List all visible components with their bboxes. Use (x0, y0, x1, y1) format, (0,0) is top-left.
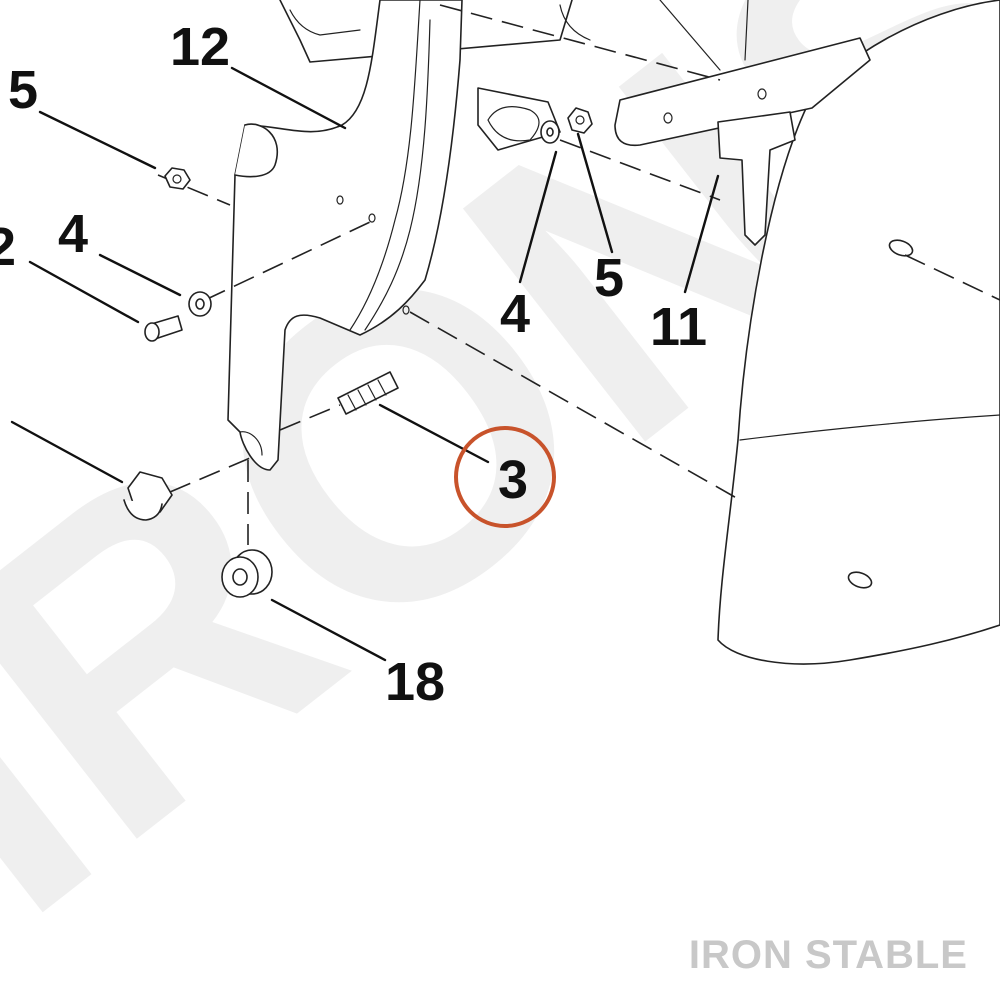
hardware (123, 107, 593, 598)
callouts: 12 5 4 2 4 5 11 3 18 (0, 17, 707, 712)
arm-bracket (614, 0, 871, 246)
mounting-plate (227, 0, 463, 471)
callout-18: 18 (385, 652, 445, 712)
callout-12: 12 (170, 17, 230, 77)
brand-label: IRON STABLE (689, 933, 968, 977)
highlight-circle (454, 426, 556, 528)
leader-lines (10, 66, 720, 662)
callout-11: 11 (650, 297, 707, 357)
callout-4-left: 4 (58, 204, 88, 264)
callout-5-left: 5 (8, 60, 38, 120)
callout-4-mid: 4 (500, 284, 530, 344)
callout-2-left: 2 (0, 217, 16, 277)
callout-3: 3 (498, 450, 528, 510)
callout-5-mid: 5 (594, 248, 624, 308)
